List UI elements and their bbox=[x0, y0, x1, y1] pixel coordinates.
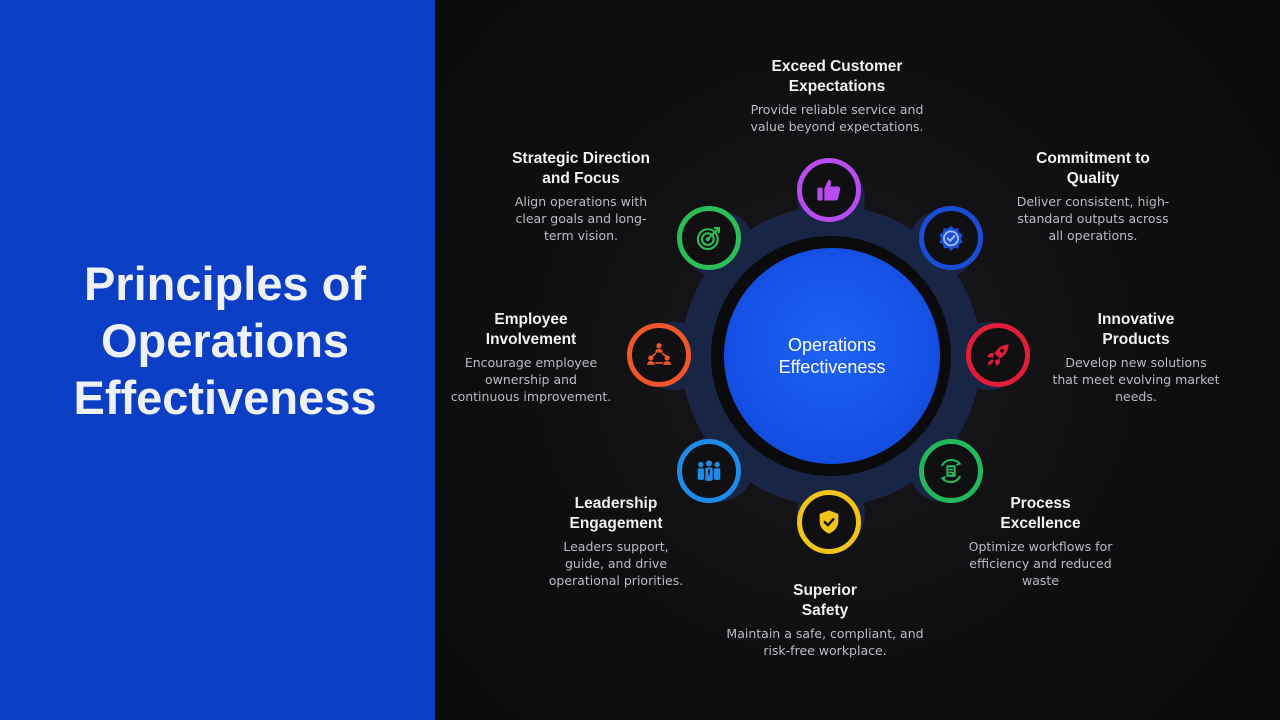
quality-badge-icon bbox=[939, 225, 963, 251]
principle-description-strategic-direction-and-focus: Align operations with clear goals and lo… bbox=[514, 194, 648, 243]
principle-title-process-excellence: Process Excellence bbox=[1000, 495, 1081, 532]
principle-title-employee-involvement: Employee Involvement bbox=[485, 311, 577, 348]
hub-label: Operations Effectiveness bbox=[778, 335, 886, 377]
node-employee-involvement bbox=[627, 323, 691, 387]
node-exceed-customer-expectations bbox=[797, 158, 861, 222]
principle-description-process-excellence: Optimize workflows for efficiency and re… bbox=[968, 539, 1113, 588]
principle-description-leadership-engagement: Leaders support, guide, and drive operat… bbox=[548, 539, 684, 588]
node-leadership-engagement bbox=[677, 439, 741, 503]
node-innovative-products bbox=[966, 323, 1030, 387]
team-icon bbox=[697, 460, 721, 481]
thumbs-up-icon bbox=[817, 180, 841, 201]
principle-title-strategic-direction-and-focus: Strategic Direction and Focus bbox=[512, 150, 650, 187]
node-process-excellence bbox=[919, 439, 983, 503]
hub-circle: Operations Effectiveness bbox=[724, 248, 940, 464]
node-superior-safety bbox=[797, 490, 861, 554]
principle-description-innovative-products: Develop new solutions that meet evolving… bbox=[1052, 355, 1220, 404]
node-strategic-direction-and-focus bbox=[677, 206, 741, 270]
principle-title-leadership-engagement: Leadership Engagement bbox=[569, 495, 663, 532]
principle-title-superior-safety: Superior Safety bbox=[793, 582, 857, 619]
slide-title: Principles of Operations Effectiveness bbox=[73, 257, 377, 424]
principle-title-innovative-products: Innovative Products bbox=[1097, 311, 1175, 348]
rocket-icon bbox=[986, 344, 1009, 367]
people-network-icon bbox=[647, 343, 671, 365]
safety-shield-icon bbox=[819, 510, 839, 534]
principle-description-employee-involvement: Encourage employee ownership and continu… bbox=[450, 355, 612, 404]
target-icon bbox=[696, 227, 720, 251]
principle-title-commitment-to-quality: Commitment to Quality bbox=[1036, 150, 1150, 187]
principle-description-exceed-customer-expectations: Provide reliable service and value beyon… bbox=[750, 102, 924, 134]
node-commitment-to-quality bbox=[919, 206, 983, 270]
title-panel: Principles of Operations Effectiveness bbox=[0, 0, 435, 720]
principle-title-exceed-customer-expectations: Exceed Customer Expectations bbox=[771, 58, 903, 95]
principle-description-commitment-to-quality: Deliver consistent, high-standard output… bbox=[1016, 194, 1170, 243]
principle-description-superior-safety: Maintain a safe, compliant, and risk-fre… bbox=[726, 626, 924, 658]
process-document-icon bbox=[940, 458, 962, 484]
